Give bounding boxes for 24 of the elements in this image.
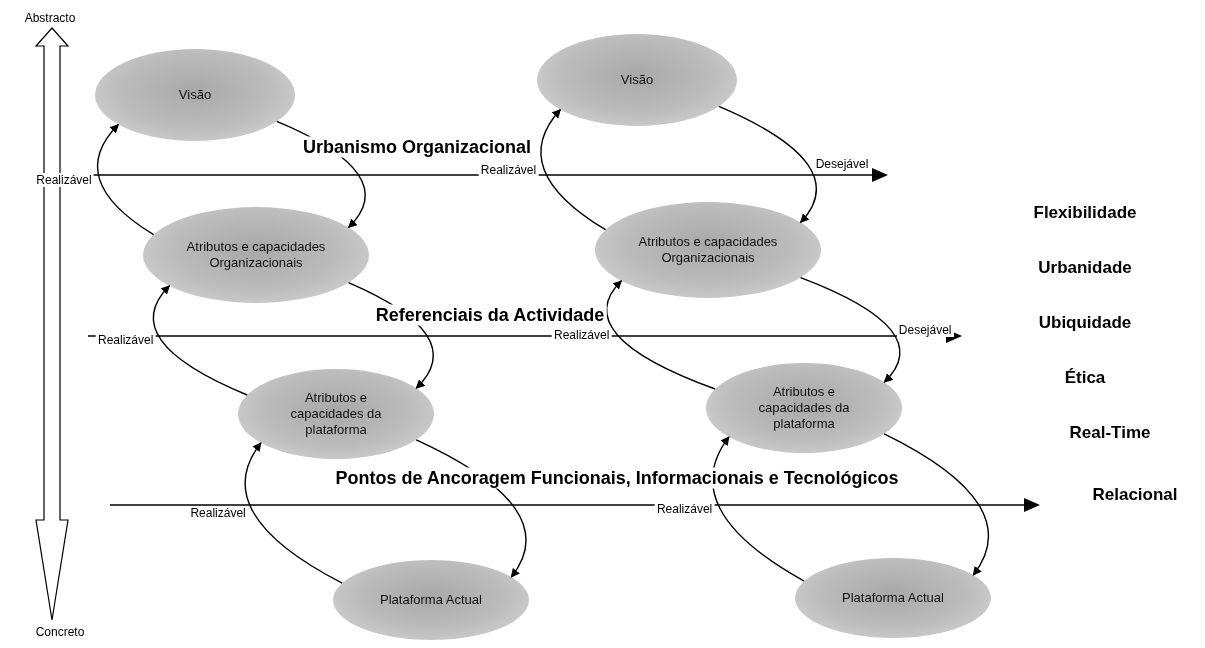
node-text: Visão — [620, 71, 654, 89]
curved-arrow — [883, 433, 990, 576]
edge-label: Realizável — [34, 172, 94, 187]
edge-label: Realizável — [552, 327, 612, 342]
node-text: Plataforma Actual — [842, 589, 944, 607]
node-text: Atributos e capacidades Organizacionais — [637, 233, 779, 267]
curved-arrow — [152, 285, 248, 396]
curved-arrow — [97, 123, 155, 236]
edge-label: Desejável — [896, 322, 954, 337]
edge-label: Realizável — [478, 162, 539, 177]
edge-label: Realizável — [188, 506, 248, 520]
curved-arrow — [712, 436, 805, 582]
curved-arrow — [718, 105, 817, 224]
curved-arrow — [799, 276, 901, 383]
curved-arrow — [605, 280, 716, 390]
node-text: Atributos e capacidades da plataforma — [757, 383, 851, 433]
node-text: Atributos e capacidades da plataforma — [289, 389, 383, 439]
edge-label: Desejável — [813, 157, 871, 172]
curved-arrow — [540, 108, 607, 231]
curved-arrow — [244, 442, 343, 584]
node-text: Plataforma Actual — [380, 591, 482, 609]
node-text: Visão — [178, 86, 212, 104]
node-text: Atributos e capacidades Organizacionais — [185, 238, 327, 272]
edge-label: Realizável — [654, 502, 715, 516]
